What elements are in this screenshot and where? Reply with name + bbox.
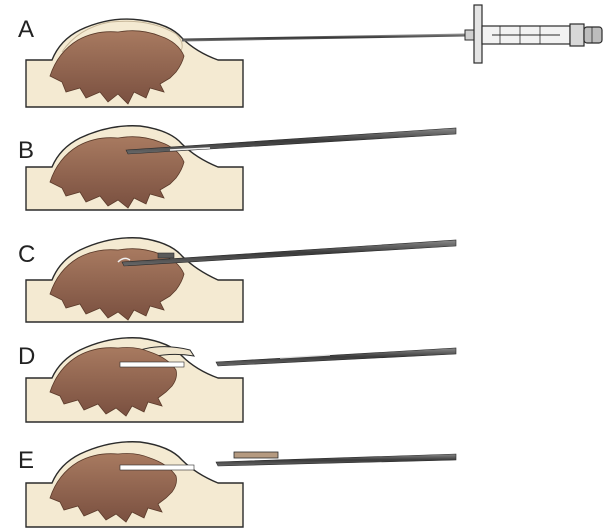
biopsy-tract <box>120 362 184 367</box>
biopsy-needle-icon <box>118 240 456 266</box>
panel-label-a: A <box>18 18 34 42</box>
panel-label-d: D <box>18 345 35 369</box>
panel-c <box>26 238 456 322</box>
panel-d <box>26 338 456 422</box>
syringe-icon <box>182 5 602 63</box>
biopsy-tract <box>120 465 194 470</box>
biopsy-needle-icon <box>216 348 456 366</box>
panel-a <box>26 5 602 107</box>
panel-label-e: E <box>18 449 34 473</box>
panel-label-c: C <box>18 243 35 267</box>
panel-label-b: B <box>18 139 34 163</box>
tissue-sample-icon <box>234 452 278 458</box>
panel-b <box>26 126 456 210</box>
panel-e <box>26 442 456 527</box>
